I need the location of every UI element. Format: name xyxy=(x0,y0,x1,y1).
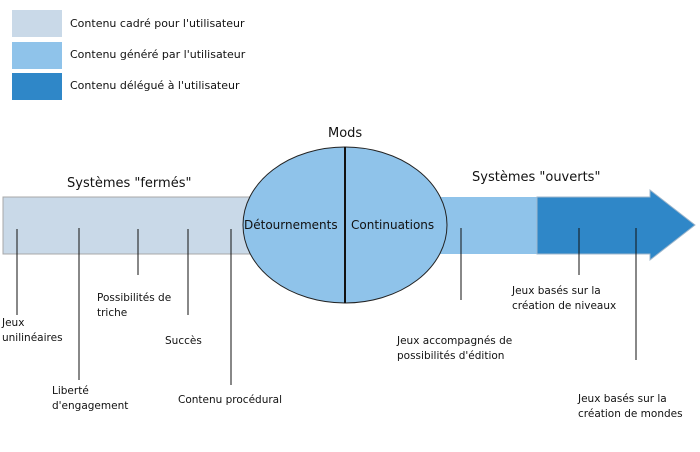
mods-title: Mods xyxy=(328,126,363,141)
label-procedural: Contenu procédural xyxy=(178,394,283,406)
delegated-arrow-segment xyxy=(536,188,696,262)
open-systems-title: Systèmes "ouverts" xyxy=(472,170,601,185)
label-cheats: Possibilités de triche xyxy=(97,292,172,319)
label-world-creation: Jeux basés sur la création de mondes xyxy=(578,393,683,420)
tick-lines xyxy=(16,228,637,385)
closed-segment xyxy=(2,196,254,255)
closed-systems-title: Systèmes "fermés" xyxy=(67,176,192,191)
legend-swatch-delegated xyxy=(12,73,62,100)
legend-label-framed: Contenu cadré pour l'utilisateur xyxy=(70,17,245,30)
legend-label-delegated: Contenu délégué à l'utilisateur xyxy=(70,79,240,92)
label-linear-games: Jeux unilinéaires xyxy=(2,317,63,344)
ellipse-right-label: Continuations xyxy=(351,218,435,232)
legend-label-generated: Contenu généré par l'utilisateur xyxy=(70,48,246,61)
legend-swatch-framed xyxy=(12,10,62,37)
label-level-creation: Jeux basés sur la création de niveaux xyxy=(512,285,617,312)
label-freedom: Liberté d'engagement xyxy=(52,385,129,412)
label-editing: Jeux accompagnés de possibilités d'éditi… xyxy=(397,335,513,362)
ellipse-left-label: Détournements xyxy=(244,218,338,232)
label-achievements: Succès xyxy=(165,335,202,347)
legend-swatch-generated xyxy=(12,42,62,69)
generated-segment xyxy=(440,197,540,254)
